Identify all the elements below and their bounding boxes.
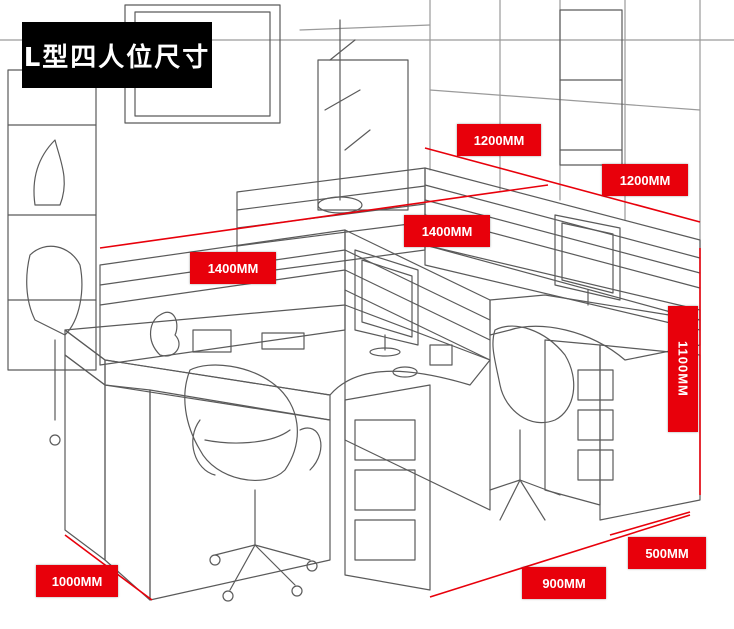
bookshelf (7, 69, 97, 371)
dimension-label-500: 500MM (628, 537, 706, 569)
office-chair-front (184, 364, 322, 602)
bookshelf-right (559, 9, 623, 166)
office-chair-back-left (26, 245, 83, 446)
dimension-label-1200-back: 1200MM (457, 124, 541, 156)
office-chair-right (489, 325, 575, 521)
dimension-label-1000: 1000MM (36, 565, 118, 597)
monitor-front (354, 249, 419, 357)
desk-front-left (64, 304, 491, 601)
dimension-label-1200-right: 1200MM (602, 164, 688, 196)
bamboo-plant (317, 19, 409, 214)
title-label: L型四人位尺寸 (22, 22, 212, 88)
desk-items-front (150, 311, 453, 378)
dimension-label-900: 900MM (522, 567, 606, 599)
dimension-lines (64, 147, 701, 601)
dimension-label-1100-height: 1100MM (668, 306, 698, 432)
dimension-label-1400-front: 1400MM (190, 252, 276, 284)
monitor-right (554, 214, 621, 306)
dimension-label-1400-back: 1400MM (404, 215, 490, 247)
partition-front (99, 229, 346, 366)
